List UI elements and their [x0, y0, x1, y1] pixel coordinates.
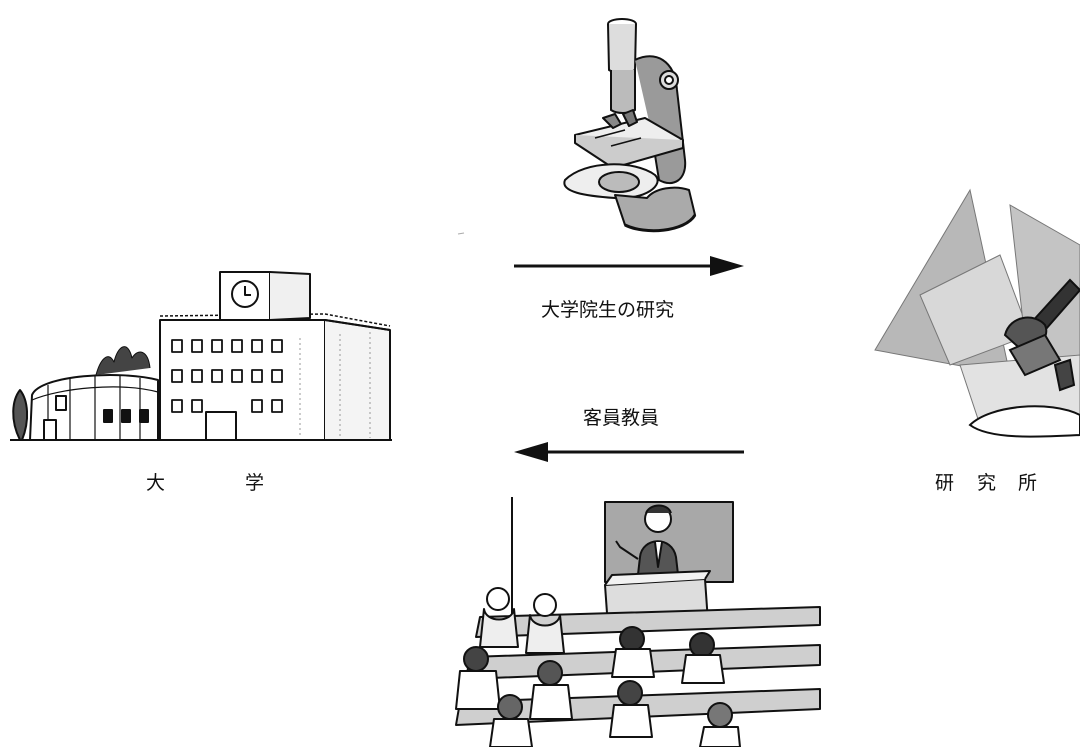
flow-arrow-to-university [514, 442, 744, 462]
university-label-char1: 大 [146, 472, 166, 494]
institute-label-char3: 所 [1018, 472, 1038, 494]
university-label-char2: 学 [245, 472, 265, 494]
flow-arrow-to-institute [514, 256, 744, 276]
microscope-icon [563, 18, 697, 233]
stray-mark [457, 232, 465, 235]
university-building-icon [10, 271, 392, 441]
institute-node: 研 究 所 [860, 185, 1080, 525]
flow-label-to-institute: 大学院生の研究 [541, 299, 675, 321]
lecture-hall-icon [455, 497, 821, 747]
research-institute-icon [874, 188, 1080, 438]
flow-label-to-university: 客員教員 [583, 407, 660, 429]
institute-label-char2: 究 [977, 472, 997, 494]
institute-label-char1: 研 [935, 472, 955, 494]
university-node: 大 学 [0, 250, 400, 494]
